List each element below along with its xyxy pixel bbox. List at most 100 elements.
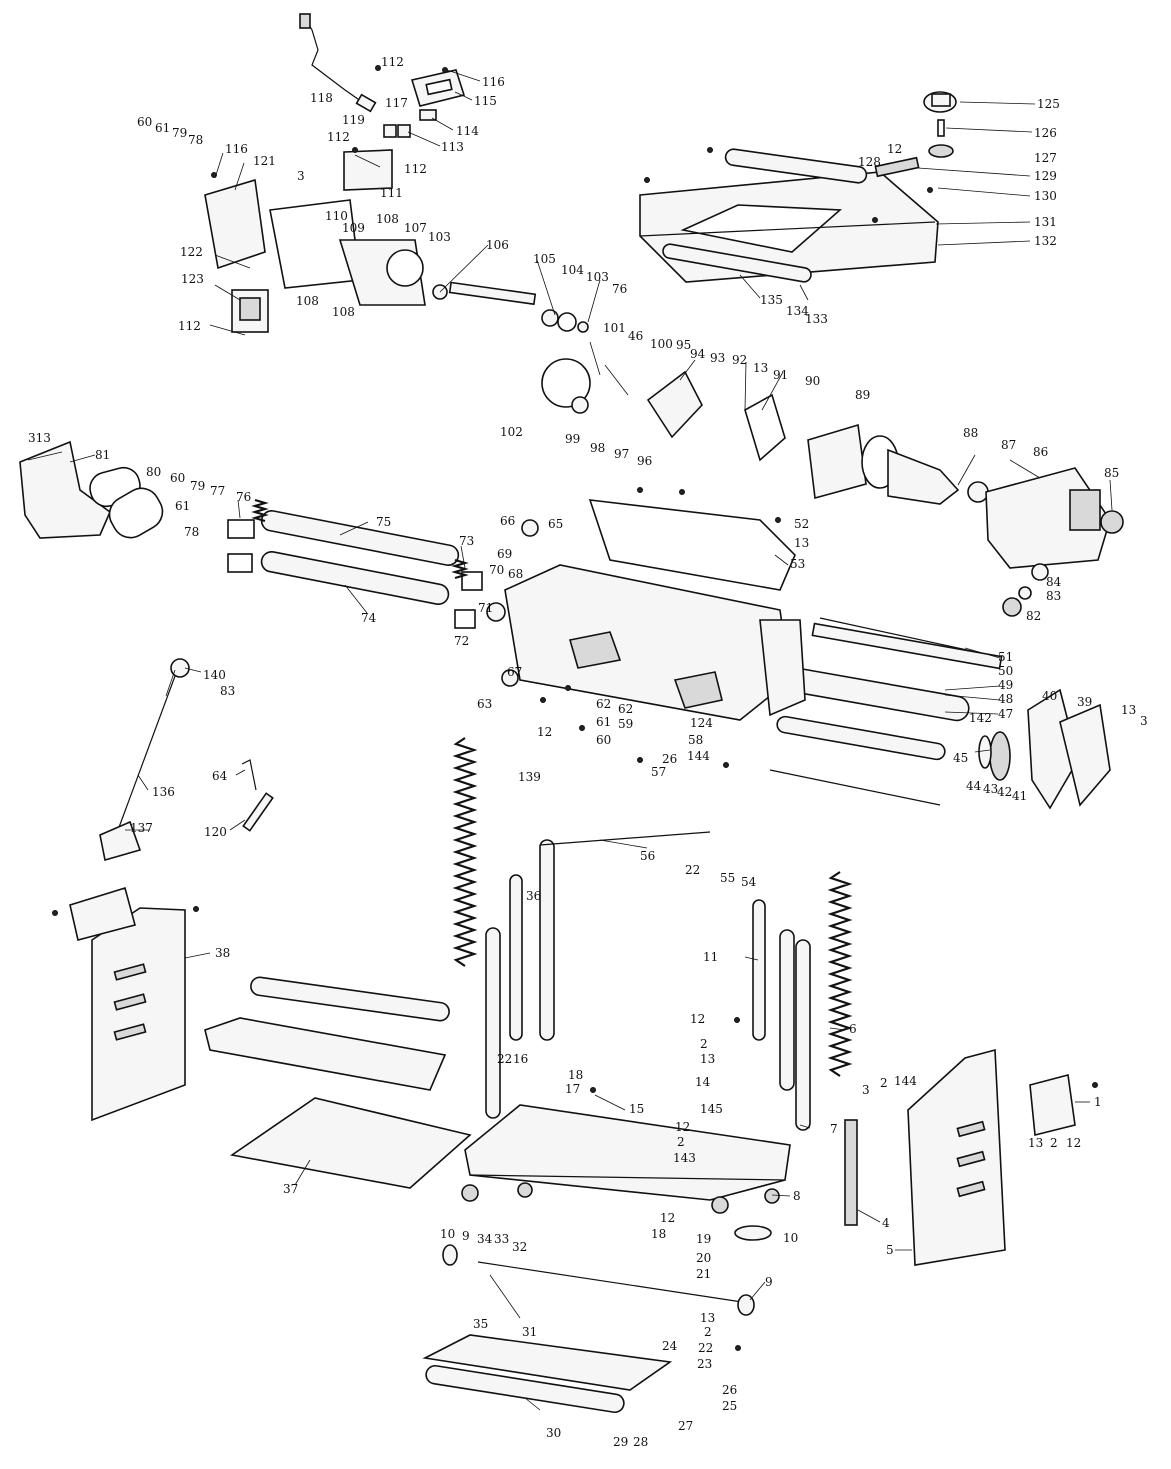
label-46: 46: [628, 329, 643, 343]
label-78: 78: [188, 133, 203, 147]
label-98: 98: [590, 441, 605, 455]
label-40: 40: [1042, 689, 1057, 703]
label-51: 51: [998, 650, 1013, 664]
label-313: 313: [28, 431, 51, 445]
depth-screw-rod: [539, 831, 711, 846]
label-16: 16: [513, 1052, 528, 1066]
label-37: 37: [283, 1182, 298, 1196]
outfeed-table: [422, 1334, 673, 1414]
label-83b: 83: [220, 684, 235, 698]
label-114: 114: [456, 124, 479, 138]
label-50: 50: [998, 664, 1013, 678]
label-23: 23: [697, 1357, 712, 1371]
label-2: 2: [700, 1037, 708, 1051]
label-2c: 2: [880, 1076, 888, 1090]
wrench: [242, 792, 274, 832]
label-134: 134: [786, 304, 809, 318]
label-43: 43: [983, 782, 998, 796]
label-105: 105: [533, 252, 556, 266]
label-13b: 13: [794, 536, 809, 550]
label-143: 144: [687, 749, 710, 763]
label-79: 79: [172, 126, 187, 140]
label-94: 94: [690, 347, 706, 361]
label-76b: 76: [236, 490, 251, 504]
cutter-shaft: [432, 281, 589, 333]
label-139: 139: [518, 770, 541, 784]
label-8: 8: [793, 1189, 801, 1203]
label-2d: 2: [1050, 1136, 1058, 1150]
label-102: 102: [500, 425, 523, 439]
label-3: 3: [297, 169, 305, 183]
label-34: 34: [477, 1232, 493, 1246]
label-78b: 78: [184, 525, 199, 539]
label-62b: 62: [618, 702, 633, 716]
label-12: 12: [887, 142, 902, 156]
label-29: 29: [613, 1435, 628, 1449]
label-15: 15: [629, 1102, 644, 1116]
label-101: 101: [603, 321, 626, 335]
label-118: 118: [310, 91, 333, 105]
label-18: 18: [568, 1068, 583, 1082]
label-12e: 12: [660, 1211, 675, 1225]
label-9b: 9: [765, 1275, 773, 1289]
label-61c: 61: [596, 715, 611, 729]
label-12b: 12: [537, 725, 552, 739]
label-103: 103: [428, 230, 451, 244]
label-112b: 112: [327, 130, 350, 144]
label-64: 64: [212, 769, 228, 783]
label-28: 28: [633, 1435, 648, 1449]
right-rollers: [759, 617, 1111, 810]
label-60b: 60: [170, 471, 185, 485]
fastener-marks: [52, 65, 1098, 1351]
motor-parts: [807, 423, 1124, 617]
label-90: 90: [805, 374, 820, 388]
label-76: 76: [612, 282, 627, 296]
label-18b: 18: [651, 1227, 666, 1241]
label-96: 96: [637, 454, 652, 468]
label-131: 131: [1034, 215, 1057, 229]
label-77: 77: [210, 484, 225, 498]
label-42: 42: [997, 785, 1012, 799]
label-81: 81: [95, 448, 110, 462]
label-27: 27: [678, 1419, 693, 1433]
top-cover-plate: [639, 148, 939, 283]
label-26b: 26: [722, 1383, 737, 1397]
label-24: 24: [662, 1339, 678, 1353]
switch-key-parts: [383, 109, 437, 138]
label-54: 54: [741, 875, 757, 889]
label-63: 63: [477, 697, 492, 711]
label-58: 58: [688, 733, 703, 747]
power-cable: [299, 13, 377, 113]
label-127: 127: [1034, 151, 1057, 165]
label-140: 140: [203, 668, 226, 682]
hex-key: [241, 759, 257, 791]
label-7: 7: [830, 1122, 838, 1136]
label-79b: 79: [190, 479, 205, 493]
label-85: 85: [1104, 466, 1119, 480]
label-66: 66: [500, 514, 515, 528]
label-107: 107: [404, 221, 427, 235]
label-53: 53: [790, 557, 805, 571]
right-side-panel: [907, 1048, 1076, 1266]
label-52: 52: [794, 517, 809, 531]
label-103b: 103: [586, 270, 609, 284]
label-108b: 108: [296, 294, 319, 308]
label-55: 55: [720, 871, 735, 885]
label-108: 108: [376, 212, 399, 226]
label-84: 84: [1046, 575, 1062, 589]
label-49: 49: [998, 678, 1013, 692]
label-119: 119: [342, 113, 365, 127]
label-69: 69: [497, 547, 512, 561]
label-124: 124: [690, 716, 713, 730]
label-80: 80: [146, 465, 161, 479]
label-14: 14: [695, 1075, 711, 1089]
switch-plate: [410, 69, 466, 107]
lower-crank-shaft: [477, 1261, 755, 1316]
label-31: 31: [522, 1325, 537, 1339]
label-112c: 112: [404, 162, 427, 176]
label-75: 75: [376, 515, 391, 529]
label-11: 11: [703, 950, 718, 964]
roller-spring-2: [451, 558, 469, 580]
feed-roller-lower: [227, 550, 476, 629]
